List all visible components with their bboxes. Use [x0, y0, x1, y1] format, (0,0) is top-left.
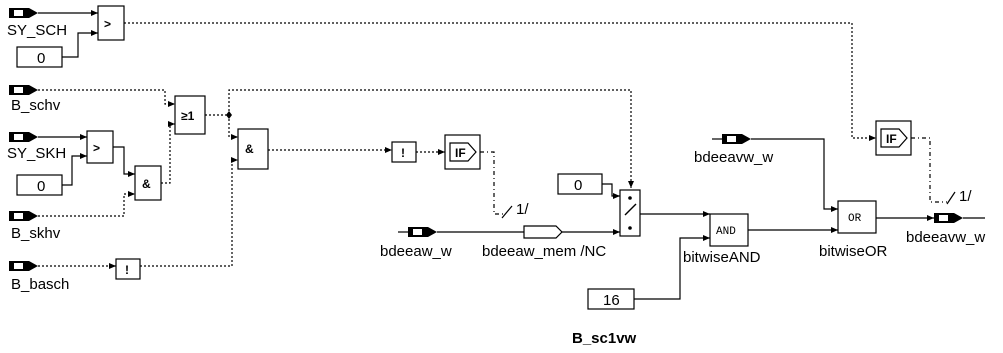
bitwise-or-block: OR [837, 200, 877, 234]
label-bitwise-and: bitwiseAND [683, 249, 761, 266]
diagram-caption: B_sc1vw [572, 330, 637, 347]
svg-text:0: 0 [37, 178, 45, 195]
input-port-bdeeavw-w [712, 134, 751, 144]
compare-gt-block-2: > [86, 130, 114, 164]
input-port-bdeeaw-w [398, 227, 437, 237]
svg-text:IF: IF [886, 132, 897, 146]
input-port-b-basch [9, 261, 38, 271]
svg-text:1/: 1/ [959, 188, 972, 205]
label-b-schv: B_schv [11, 97, 61, 114]
label-b-basch: B_basch [11, 276, 69, 293]
svg-text:16: 16 [603, 292, 620, 309]
input-port-b-skhv [9, 211, 38, 221]
svg-text:OR: OR [848, 213, 862, 225]
input-port-sy-sch [9, 8, 38, 18]
input-port-sy-skh [9, 132, 38, 142]
label-sy-skh: SY_SKH [7, 145, 66, 162]
switch-block [619, 189, 641, 237]
label-bdeeaw-w: bdeeaw_w [380, 243, 452, 260]
svg-text:>: > [93, 141, 100, 155]
input-port-b-schv [9, 85, 38, 95]
bitwise-and-block: AND [709, 213, 749, 247]
if-block-1: IF [444, 134, 481, 170]
const-0-b: 0 [16, 174, 63, 196]
label-sy-sch: SY_SCH [7, 22, 67, 39]
svg-text:>: > [104, 17, 111, 31]
const-0-a: 0 [16, 46, 63, 68]
compare-gt-block-1: > [97, 5, 125, 41]
const-16: 16 [587, 288, 635, 310]
if-block-2: IF [875, 120, 912, 156]
delay-marker-2: 1/ [946, 188, 972, 205]
label-bdeeaw-mem: bdeeaw_mem /NC [482, 243, 606, 260]
and-block-2: & [237, 128, 269, 170]
or-ge1-block: ≥1 [174, 95, 206, 135]
wires [38, 10, 947, 300]
svg-text:1/: 1/ [516, 201, 529, 218]
svg-text:≥1: ≥1 [181, 109, 195, 123]
label-bdeeavw-w-input: bdeeavw_w [694, 149, 773, 166]
not-block-1: ! [391, 141, 417, 163]
delay-marker-1: 1/ [501, 201, 529, 219]
label-bdeeavw-w-output: bdeeavw_w [906, 229, 985, 246]
svg-text:&: & [142, 177, 151, 191]
svg-text:IF: IF [455, 146, 466, 160]
label-b-skhv: B_skhv [11, 225, 61, 242]
svg-text:!: ! [401, 146, 405, 160]
svg-text:!: ! [125, 263, 129, 277]
const-0-c: 0 [557, 173, 603, 195]
svg-text:0: 0 [574, 177, 582, 194]
not-block-2: ! [115, 258, 141, 280]
label-bitwise-or: bitwiseOR [819, 243, 888, 260]
svg-text:0: 0 [37, 50, 45, 67]
output-port-bdeeavw-w [934, 213, 985, 223]
memory-block [523, 225, 563, 239]
and-block-1: & [134, 165, 162, 201]
svg-text:AND: AND [716, 226, 736, 238]
svg-text:&: & [245, 142, 254, 156]
